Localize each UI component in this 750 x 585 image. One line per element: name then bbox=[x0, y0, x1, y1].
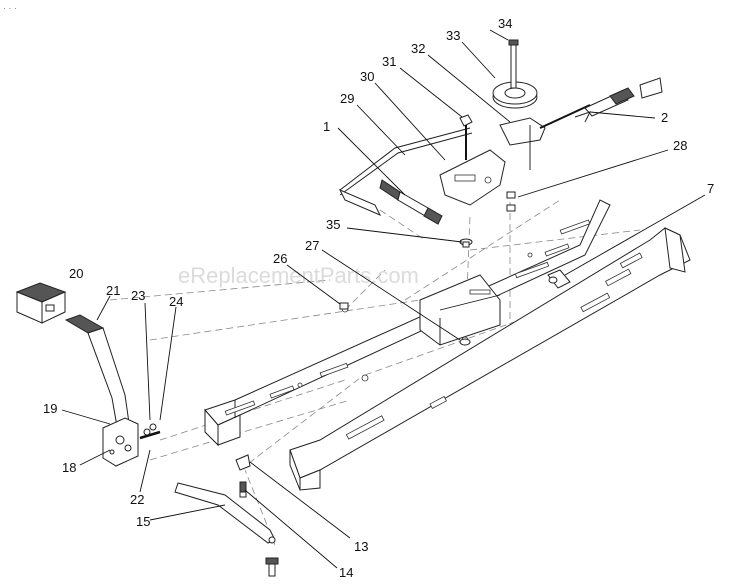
callout-30: 30 bbox=[360, 69, 374, 84]
corner-mark: · · · bbox=[3, 3, 17, 13]
callout-32: 32 bbox=[411, 41, 425, 56]
callout-22: 22 bbox=[130, 492, 144, 507]
frame-rail-lower bbox=[289, 227, 691, 491]
callout-34: 34 bbox=[498, 16, 512, 31]
idler-bracket bbox=[439, 149, 506, 206]
frame-rail-upper bbox=[204, 199, 611, 447]
callout-35: 35 bbox=[326, 217, 340, 232]
callout-numbers: 34 33 32 31 30 29 1 2 28 7 35 27 26 20 2… bbox=[43, 16, 714, 580]
clevis-and-bolt bbox=[235, 454, 279, 577]
idler-arm bbox=[499, 117, 546, 170]
pedal-arm bbox=[64, 314, 131, 433]
idler-pulley bbox=[492, 39, 538, 109]
callout-28: 28 bbox=[673, 138, 687, 153]
callout-20: 20 bbox=[69, 266, 83, 281]
callout-21: 21 bbox=[106, 283, 120, 298]
callout-31: 31 bbox=[382, 54, 396, 69]
watermark: eReplacementParts.com bbox=[178, 263, 419, 288]
callout-18: 18 bbox=[62, 460, 76, 475]
pivot-bolt bbox=[139, 423, 161, 440]
callout-23: 23 bbox=[131, 288, 145, 303]
locknuts bbox=[339, 302, 471, 346]
callout-33: 33 bbox=[446, 28, 460, 43]
callout-15: 15 bbox=[136, 514, 150, 529]
callout-2: 2 bbox=[661, 110, 668, 125]
callout-14: 14 bbox=[339, 565, 353, 580]
spacer bbox=[547, 269, 571, 289]
callout-24: 24 bbox=[169, 294, 183, 309]
cross-member bbox=[341, 274, 501, 382]
callout-7: 7 bbox=[707, 181, 714, 196]
spring bbox=[379, 179, 443, 225]
leader-lines bbox=[61, 29, 706, 569]
idler-bolt bbox=[459, 114, 473, 248]
callout-1: 1 bbox=[323, 119, 330, 134]
brake-link bbox=[338, 127, 473, 216]
callout-13: 13 bbox=[354, 539, 368, 554]
callout-27: 27 bbox=[305, 238, 319, 253]
nut bbox=[506, 191, 516, 212]
callout-26: 26 bbox=[273, 251, 287, 266]
pedal-pad bbox=[15, 282, 67, 324]
brake-cable bbox=[539, 77, 663, 129]
brake-rod bbox=[174, 482, 276, 544]
pivot-bracket bbox=[102, 417, 139, 467]
assembly-guide-lines bbox=[109, 195, 641, 546]
callout-29: 29 bbox=[340, 91, 354, 106]
callout-19: 19 bbox=[43, 401, 57, 416]
